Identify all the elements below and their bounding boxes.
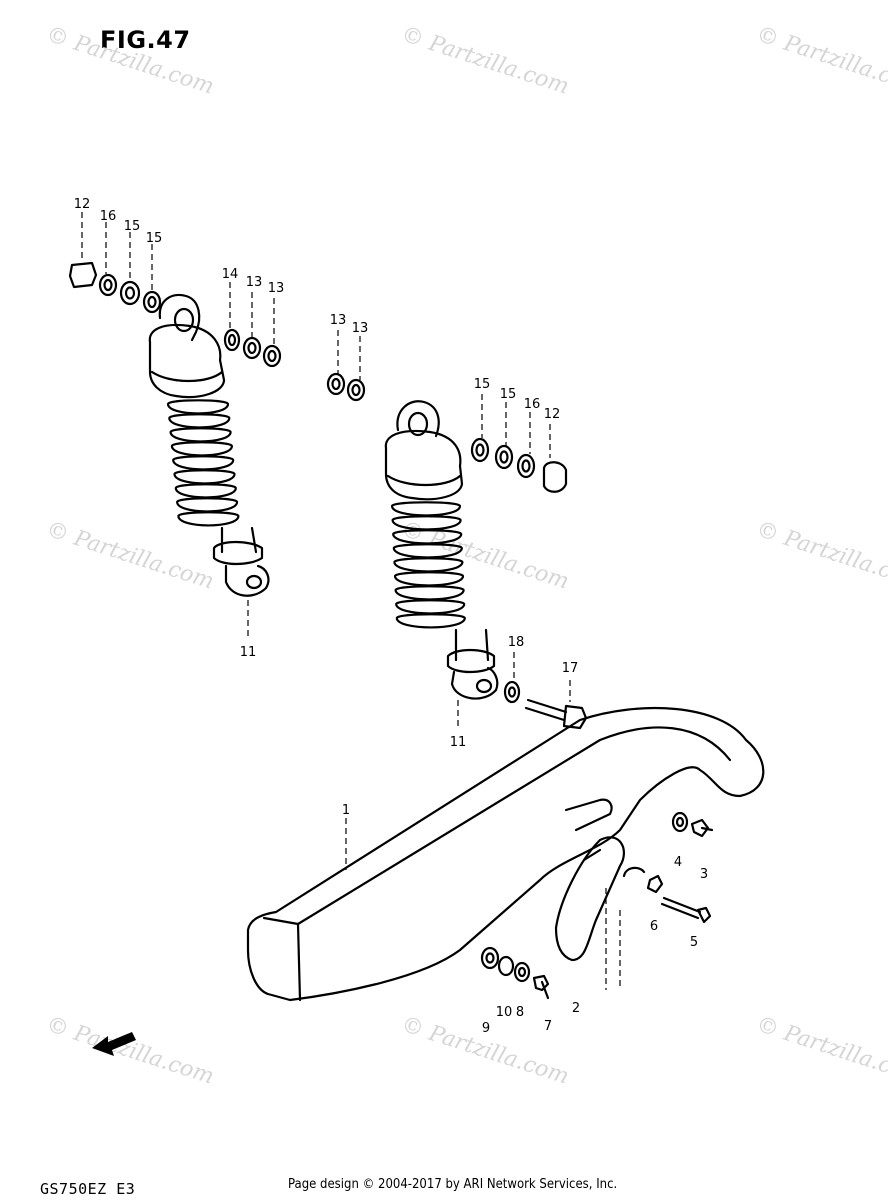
figure-title: FIG.47 <box>100 26 191 54</box>
callout-6: 6 <box>650 919 658 934</box>
chain-case-hardware <box>480 811 714 1000</box>
callout-12: 12 <box>74 197 91 212</box>
callout-18: 18 <box>508 635 525 650</box>
coil-spring-turn <box>395 599 466 615</box>
coil-spring-turn <box>170 441 233 457</box>
callout-3: 3 <box>700 867 708 882</box>
callout-1: 1 <box>342 803 350 818</box>
left-shock-absorber <box>148 293 270 597</box>
watermark-text: © Partzilla.com <box>753 1012 888 1090</box>
callout-7: 7 <box>544 1019 552 1034</box>
callout-13: 13 <box>352 321 369 336</box>
coil-spring-turn <box>166 399 230 415</box>
callout-15: 15 <box>124 219 141 234</box>
callout-8: 8 <box>516 1005 524 1020</box>
watermark-text: © Partzilla.com <box>43 22 217 100</box>
callout-15: 15 <box>500 387 517 402</box>
callout-15: 15 <box>474 377 491 392</box>
coil-spring-turn <box>392 529 463 545</box>
right-shock-hardware <box>470 437 588 730</box>
front-direction-arrow-icon <box>92 1032 136 1056</box>
coil-spring-turn <box>174 483 237 499</box>
coil-spring-turn <box>394 585 465 601</box>
callout-13: 13 <box>246 275 263 290</box>
coil-spring-turn <box>172 455 235 471</box>
callout-15: 15 <box>146 231 163 246</box>
callout-10: 10 <box>496 1005 513 1020</box>
callout-13: 13 <box>330 313 347 328</box>
coil-spring-turn <box>391 515 462 531</box>
callout-9: 9 <box>482 1021 490 1036</box>
coil-spring-turn <box>393 557 464 573</box>
coil-spring-turn <box>392 543 463 559</box>
footer-copyright: Page design © 2004-2017 by ARI Network S… <box>288 1177 618 1192</box>
callout-12: 12 <box>544 407 561 422</box>
callout-14: 14 <box>222 267 239 282</box>
coil-spring-turn <box>177 511 240 527</box>
callout-17: 17 <box>562 661 579 676</box>
coil-spring-turn <box>393 571 465 587</box>
callout-16: 16 <box>100 209 117 224</box>
callout-16: 16 <box>524 397 541 412</box>
watermark-text: © Partzilla.com <box>753 517 888 595</box>
callout-4: 4 <box>674 855 682 870</box>
chain-case <box>246 707 765 1002</box>
left-shock-hardware <box>68 261 366 402</box>
coil-spring-turn <box>168 413 231 429</box>
coil-spring-turn <box>173 469 236 485</box>
coil-spring-turn <box>176 497 239 513</box>
model-code: GS750EZ E3 <box>40 1180 136 1198</box>
callout-11: 11 <box>450 735 467 750</box>
watermark-text: © Partzilla.com <box>753 22 888 100</box>
watermark-text: © Partzilla.com <box>43 517 217 595</box>
leader-lines <box>81 212 571 870</box>
watermark-text: © Partzilla.com <box>398 22 572 100</box>
watermark-text: © Partzilla.com <box>43 1012 217 1090</box>
callout-5: 5 <box>690 935 698 950</box>
watermarks: © Partzilla.com © Partzilla.com © Partzi… <box>43 22 888 1090</box>
coil-spring-turn <box>169 427 232 443</box>
coil-spring-turn <box>395 613 466 629</box>
callout-2: 2 <box>572 1001 580 1016</box>
callout-numbers: 12 16 15 15 14 13 13 13 13 15 15 16 12 1… <box>74 197 708 1036</box>
callout-11: 11 <box>240 645 257 660</box>
coil-spring-turn <box>390 501 462 517</box>
right-shock-absorber <box>384 400 499 700</box>
callout-13: 13 <box>268 281 285 296</box>
